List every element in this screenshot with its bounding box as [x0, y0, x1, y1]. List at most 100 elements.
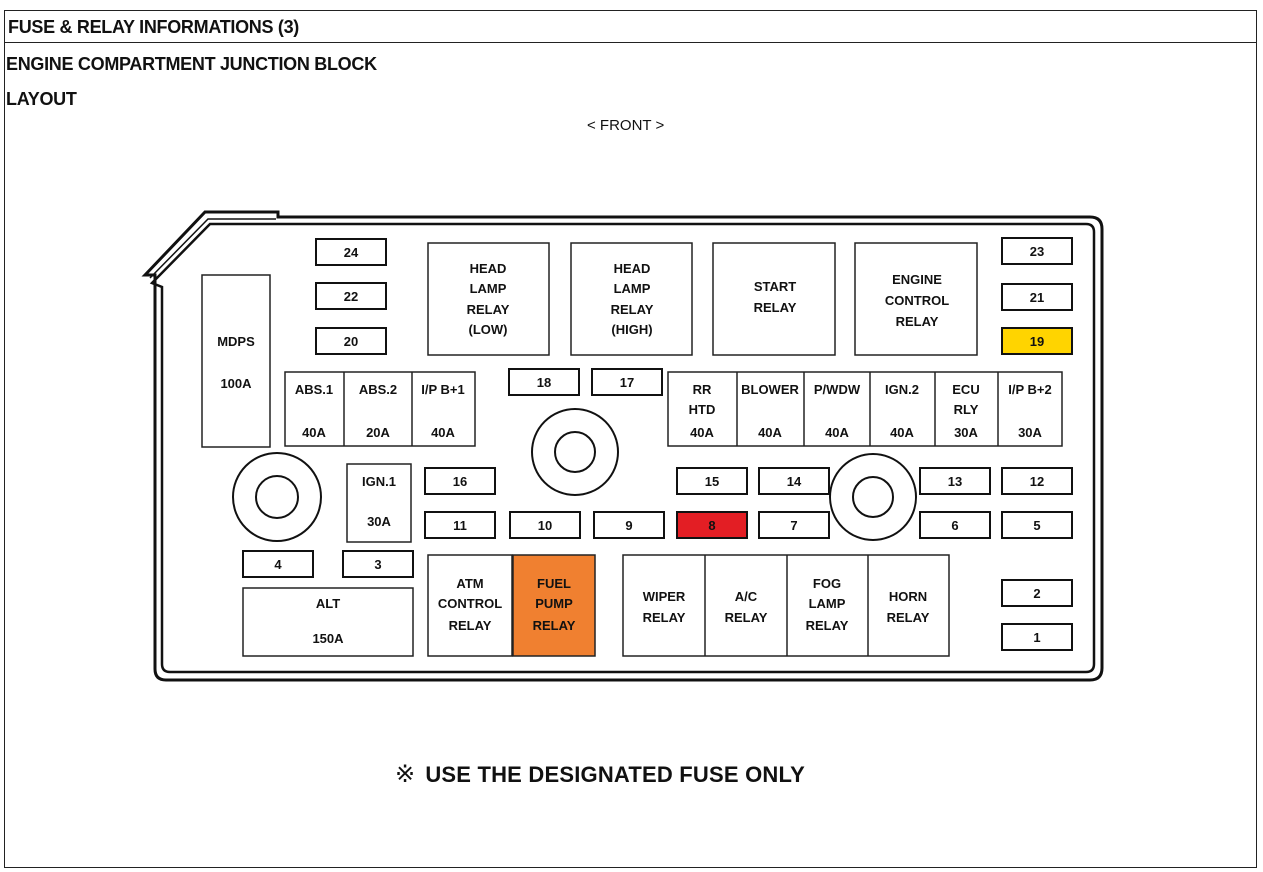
fuse-24 — [315, 238, 387, 266]
fuse-16 — [424, 467, 496, 495]
relay-label: HEAD — [614, 261, 651, 276]
fuse-2 — [1001, 579, 1073, 607]
fuse-number: 16 — [453, 474, 467, 489]
fuse-amp: 40A — [890, 425, 914, 440]
relay-label: CONTROL — [885, 293, 949, 308]
fuse-13 — [919, 467, 991, 495]
relay-start — [712, 242, 836, 356]
fuse-11 — [424, 511, 496, 539]
relay-label: ENGINE — [892, 272, 942, 287]
mdps-amp: 100A — [220, 376, 252, 391]
fuse-number: 4 — [274, 557, 282, 572]
fuse-amp: 30A — [954, 425, 978, 440]
housing-corner — [149, 218, 276, 279]
fuse-number: 23 — [1030, 244, 1044, 259]
fuse-number: 11 — [453, 518, 467, 533]
mdps-label: MDPS — [217, 334, 255, 349]
relay-label: RELAY — [643, 610, 686, 625]
relay-label: RELAY — [533, 618, 576, 633]
relay-label: HEAD — [470, 261, 507, 276]
relay-label: RELAY — [467, 302, 510, 317]
fuse-amp: 30A — [1018, 425, 1042, 440]
fuse-number: 10 — [538, 518, 552, 533]
fuse-number: 7 — [790, 518, 797, 533]
reference-mark-icon: ※ — [395, 761, 416, 788]
bottom-relay-block — [622, 554, 950, 657]
fuse-name: RR — [693, 382, 712, 397]
ign1-fuse — [346, 463, 412, 543]
relay-head-lamp-high — [570, 242, 693, 356]
mdps-fuse — [201, 274, 271, 448]
fuse-name: P/WDW — [814, 382, 861, 397]
relay-label: RELAY — [887, 610, 930, 625]
relay-label: RELAY — [449, 618, 492, 633]
fuse-number: 15 — [705, 474, 719, 489]
fuse-number: 18 — [537, 375, 551, 390]
relay-label: FOG — [813, 576, 841, 591]
fuse-number: 1 — [1033, 630, 1040, 645]
housing-outer — [141, 210, 1104, 682]
alt-label: ALT — [316, 596, 340, 611]
fuse-12 — [1001, 467, 1073, 495]
fuse-20 — [315, 327, 387, 355]
fuse-9 — [593, 511, 665, 539]
fuse-number: 20 — [344, 334, 358, 349]
fuse-15 — [676, 467, 748, 495]
relay-head-lamp-low — [427, 242, 550, 356]
section-label: LAYOUT — [6, 89, 77, 109]
fuse-name: ABS.2 — [359, 382, 397, 397]
fuse-number: 24 — [344, 245, 359, 260]
fuse-name: ABS.1 — [295, 382, 333, 397]
relay-label: (HIGH) — [611, 322, 652, 337]
front-label: < FRONT > — [587, 117, 665, 134]
fuse-number: 12 — [1030, 474, 1044, 489]
relay-fuel-pump — [512, 554, 596, 657]
fuse-note: ※ USE THE DESIGNATED FUSE ONLY — [395, 760, 805, 789]
housing-inner — [149, 222, 1096, 674]
fuse-number: 3 — [374, 557, 381, 572]
fuse-number: 9 — [625, 518, 632, 533]
fuse-number: 19 — [1030, 334, 1044, 349]
fuse-amp: 40A — [431, 425, 455, 440]
relay-label: HORN — [889, 589, 927, 604]
fuse-19 — [1001, 327, 1073, 355]
relay-label: RELAY — [725, 610, 768, 625]
fuse-number: 5 — [1033, 518, 1040, 533]
fuse-name: I/P B+2 — [1008, 382, 1051, 397]
ign1-amp: 30A — [367, 514, 391, 529]
relay-label: A/C — [735, 589, 758, 604]
fuse-number: 22 — [344, 289, 358, 304]
relay-label: LAMP — [614, 281, 651, 296]
page-frame: FUSE & RELAY INFORMATIONS (3) — [4, 10, 1257, 868]
fuse-name: ECU — [952, 382, 979, 397]
fuse-number: 14 — [787, 474, 802, 489]
fuse-amp: 40A — [825, 425, 849, 440]
fuse-amp: 40A — [302, 425, 326, 440]
page-title: FUSE & RELAY INFORMATIONS (3) — [8, 17, 299, 37]
fuse-17 — [591, 368, 663, 396]
fuse-4 — [242, 550, 314, 578]
fuse-number: 6 — [951, 518, 958, 533]
fuse-23 — [1001, 237, 1073, 265]
fuse-number: 13 — [948, 474, 962, 489]
relay-label: START — [754, 279, 796, 294]
note-text: USE THE DESIGNATED FUSE ONLY — [425, 762, 805, 787]
fuse-3 — [342, 550, 414, 578]
fuse-1 — [1001, 623, 1073, 651]
relay-label: PUMP — [535, 596, 573, 611]
fuse-7 — [758, 511, 830, 539]
fuse-number: 8 — [708, 518, 715, 533]
fuse-6 — [919, 511, 991, 539]
right-fuse-block — [667, 371, 1063, 447]
fuse-amp: 40A — [758, 425, 782, 440]
relay-label: RELAY — [611, 302, 654, 317]
fuse-8 — [676, 511, 748, 539]
relay-label: WIPER — [643, 589, 686, 604]
fuse-name: HTD — [689, 402, 716, 417]
fuse-21 — [1001, 283, 1073, 311]
alt-amp: 150A — [312, 631, 344, 646]
relay-label: ATM — [456, 576, 483, 591]
relay-atm-control — [427, 554, 513, 657]
mid-fuse-block — [284, 371, 476, 447]
header-bar: FUSE & RELAY INFORMATIONS (3) — [5, 11, 1256, 43]
